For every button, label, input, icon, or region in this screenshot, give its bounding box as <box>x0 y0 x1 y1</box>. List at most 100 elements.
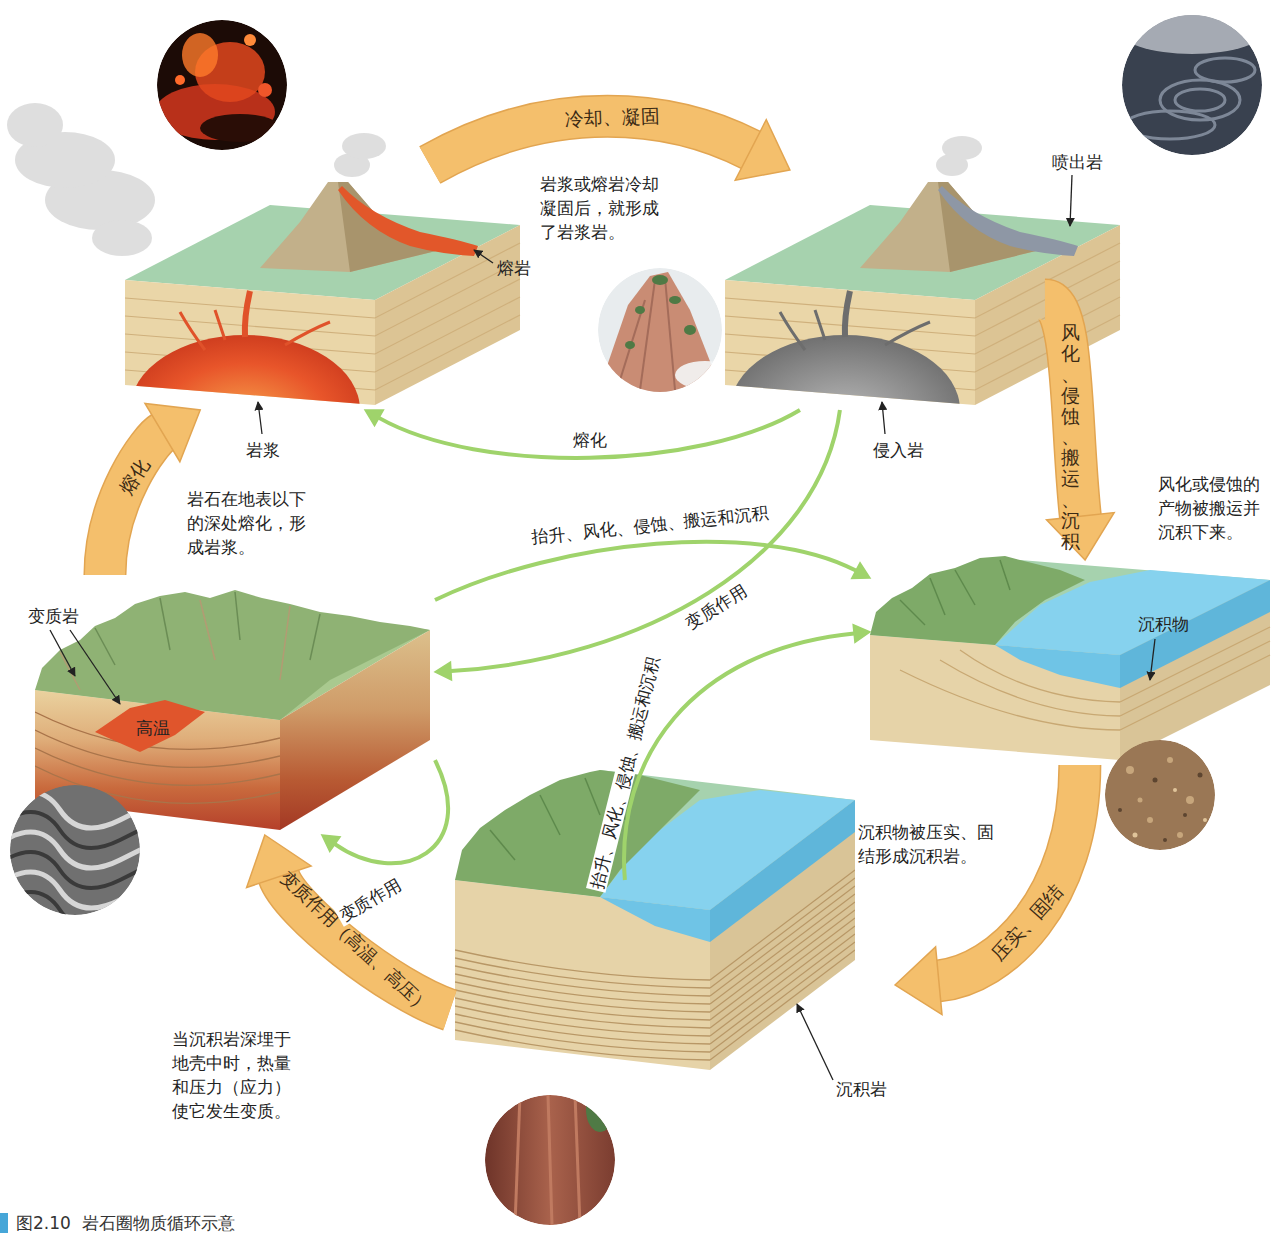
leader-line <box>1150 639 1155 680</box>
igneous-block <box>780 310 930 350</box>
figure-caption: 图2.10 岩石圈物质循环示意 <box>16 1211 235 1235</box>
leader-line <box>258 402 262 434</box>
metamorphic-block <box>235 592 240 640</box>
sedimentary-rock-block <box>585 778 600 815</box>
note-text: 风化或侵蚀的产物被搬运并沉积下来。 <box>1158 472 1267 544</box>
caption-bar <box>0 1213 8 1233</box>
granite-peak-photo <box>635 306 645 314</box>
sediment-photo <box>1173 788 1177 792</box>
arrow-label: 熔化 <box>571 430 609 450</box>
sedimentary-rock-block <box>455 990 710 1020</box>
sedimentary-rock-block <box>490 830 515 860</box>
arrow-label: 抬升、风化、侵蚀、搬运和沉积 <box>529 502 772 547</box>
metamorphic-block <box>280 606 290 680</box>
arrow-shaft <box>939 765 1080 981</box>
rock-cycle-block: 喷出岩侵入岩 <box>720 170 1045 410</box>
sediment-block <box>1120 580 1270 688</box>
magma-block <box>180 310 330 350</box>
sandstone-photo <box>515 1095 580 1225</box>
gneiss-photo <box>5 872 160 908</box>
lava-rock-photo <box>1125 58 1255 139</box>
igneous-block <box>725 182 1120 485</box>
sedimentary-rock-block <box>455 1014 710 1044</box>
igneous-block <box>885 322 930 345</box>
arrow-label: 压实、固结 <box>987 879 1067 964</box>
sedimentary-rock-block <box>455 1030 710 1060</box>
lava-photo <box>182 33 218 77</box>
rock-cycle-block: 熔岩岩浆 <box>120 165 525 410</box>
lava-photo <box>258 83 272 97</box>
sedimentary-rock-block <box>455 966 710 996</box>
sedimentary-rock-block <box>455 770 700 897</box>
callout-label: 高温 <box>136 716 170 740</box>
magma-block <box>338 186 478 256</box>
lava-photo <box>200 114 280 142</box>
leader-line <box>1070 175 1072 226</box>
sediment-photo <box>1167 757 1173 763</box>
arrow-label: 变质作用（高温、高压） <box>275 866 435 1017</box>
sediment-photo <box>1105 740 1215 850</box>
sediment-photo <box>1138 798 1143 803</box>
granite-peak-photo <box>684 325 696 335</box>
arrow-outline <box>939 765 1080 981</box>
sediment-block <box>1120 627 1270 730</box>
cycle-band-arrow <box>1045 300 1114 560</box>
metamorphic-block <box>200 600 215 660</box>
sediment-block <box>900 600 925 625</box>
sediment-photo <box>1126 766 1134 774</box>
rock-cycle-block: 沉积岩 <box>450 880 895 1100</box>
sedimentary-rock-block <box>600 897 710 942</box>
igneous-block <box>815 310 825 340</box>
sedimentary-rock-block <box>455 770 855 1070</box>
sediment-photo <box>1105 740 1215 850</box>
leader-line <box>797 1004 833 1080</box>
sediment-photo <box>1198 773 1203 778</box>
arrow-shaft <box>451 410 840 671</box>
metamorphic-block <box>35 748 280 785</box>
arrow-head <box>435 662 451 680</box>
gneiss-photo <box>5 812 160 848</box>
callout-label: 岩浆 <box>246 438 280 462</box>
granite-peak-photo <box>640 280 655 390</box>
magma-block <box>285 322 330 345</box>
arrow-outline <box>105 433 162 575</box>
callout-label: 侵入岩 <box>873 438 924 462</box>
metamorphic-block <box>160 598 170 650</box>
sedimentary-rock-block <box>710 934 855 1044</box>
sediment-photo <box>1118 808 1122 812</box>
arrow-label: 变质作用 <box>334 873 406 926</box>
lava-rock-photo <box>1117 2 1267 155</box>
sediment-block <box>960 650 1120 702</box>
arrow-head <box>145 403 200 461</box>
igneous-block <box>730 335 960 485</box>
sedimentary-rock-block <box>455 974 710 1004</box>
sedimentary-rock-block <box>710 800 855 942</box>
sediment-photo <box>1147 817 1153 823</box>
sedimentary-rock-block <box>710 918 855 1028</box>
sedimentary-rock-block <box>455 958 710 988</box>
leader-line <box>882 402 885 434</box>
magma-block <box>245 291 250 337</box>
granite-peak-photo <box>665 278 675 390</box>
metamorphic-block <box>35 590 430 720</box>
igneous-block <box>938 186 1078 256</box>
metamorphic-block <box>60 600 290 690</box>
sediment-photo <box>1203 818 1207 822</box>
sedimentary-rock-block <box>455 982 710 1012</box>
sediment-block <box>900 650 1120 730</box>
gneiss-photo <box>5 832 160 868</box>
sandstone-photo <box>575 1095 580 1225</box>
volcanic-smoke <box>942 136 982 160</box>
granite-peak-photo <box>620 278 675 390</box>
sediment-photo <box>1163 838 1167 842</box>
sedimentary-rock-block <box>710 950 855 1060</box>
igneous-block <box>730 335 960 485</box>
sedimentary-rock-block <box>710 926 855 1036</box>
sediment-photo <box>1183 813 1187 817</box>
note-text: 岩浆或熔岩冷却凝固后，就形成了岩浆岩。 <box>540 172 666 244</box>
gneiss-photo <box>5 852 160 888</box>
sediment-block <box>1120 627 1270 702</box>
leader-line <box>50 175 1155 1080</box>
sediment-photo <box>1153 778 1158 783</box>
